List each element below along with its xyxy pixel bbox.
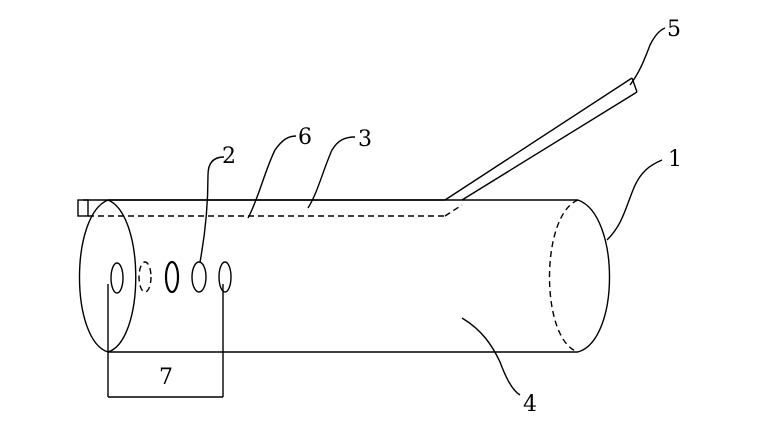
callout-3: 3 — [358, 127, 372, 152]
riser-lower-hidden — [444, 204, 463, 217]
callout-6: 6 — [298, 125, 312, 150]
leader-3 — [307, 136, 356, 209]
cylinder-right-end-front — [577, 199, 611, 353]
callout-2: 2 — [222, 144, 236, 169]
leader-5 — [629, 27, 666, 86]
leader-1 — [606, 159, 663, 241]
feed-tube — [77, 77, 638, 217]
hole-4 — [191, 261, 207, 293]
hole-5 — [218, 261, 232, 293]
hole-1 — [110, 262, 124, 294]
riser-lower-edge — [461, 91, 638, 201]
cylinder-right-end-hidden — [548, 199, 579, 353]
leader-6 — [247, 135, 297, 219]
cylinder-body — [78, 199, 611, 353]
leader-2 — [199, 156, 225, 263]
callout-7: 7 — [159, 365, 173, 390]
dimension-bracket — [107, 284, 224, 398]
callout-5: 5 — [667, 17, 681, 42]
hole-3 — [164, 260, 180, 294]
feed-tube-end — [77, 199, 89, 217]
leader-4 — [461, 317, 521, 396]
leader-lines — [199, 27, 666, 396]
callout-1: 1 — [668, 147, 682, 172]
riser-upper-edge — [444, 77, 633, 201]
callout-4: 4 — [523, 392, 537, 417]
hole-2 — [138, 261, 152, 293]
callout-labels: 1 2 3 4 5 6 7 — [159, 17, 682, 417]
hole-row — [110, 260, 232, 294]
